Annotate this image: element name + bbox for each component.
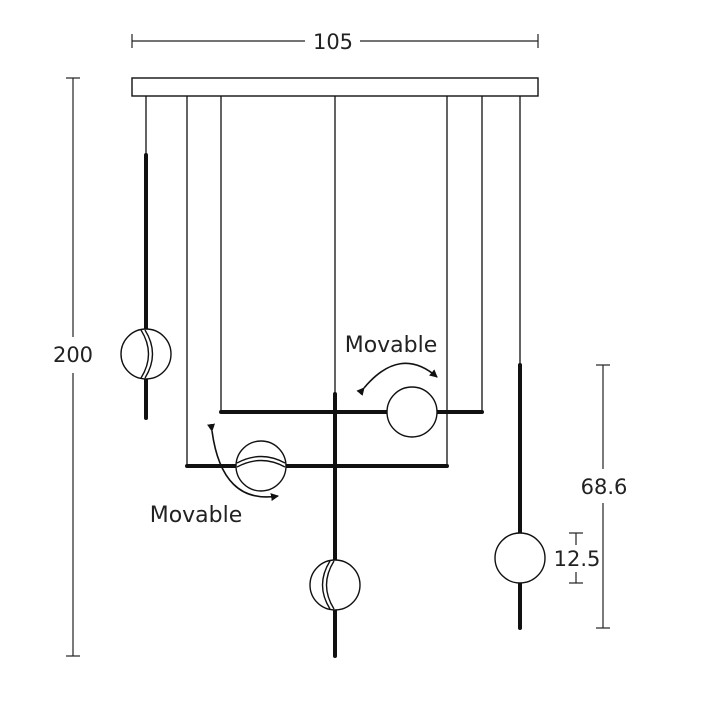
lower-bar-globe: [235, 440, 287, 492]
movable-label-top: Movable: [345, 333, 438, 358]
suspension-cables: [145, 96, 521, 466]
lower-horizontal-bar: [185, 440, 449, 492]
movable-label-bottom: Movable: [150, 503, 243, 528]
center-vertical-pendant: [309, 392, 361, 658]
double-arrow-icon: [207, 423, 279, 502]
upper-bar-globe: [386, 386, 438, 438]
ceiling-canopy: [131, 77, 539, 97]
movable-annotation-top: Movable: [345, 333, 438, 396]
movable-annotation-bottom: Movable: [150, 423, 279, 528]
left-vertical-pendant: [120, 153, 172, 420]
height-value: 200: [53, 343, 93, 367]
double-arrow-icon: [356, 362, 438, 396]
upper-horizontal-bar: [219, 386, 484, 438]
right-vertical-pendant: [494, 363, 546, 630]
bar-length-dimension: 68.6: [581, 364, 628, 629]
width-value: 105: [313, 30, 353, 54]
globe-diameter-value: 12.5: [554, 547, 601, 571]
bar-length-value: 68.6: [581, 475, 628, 499]
globe-diameter-dimension: 12.5: [554, 532, 601, 584]
height-dimension: 200: [53, 77, 93, 657]
width-dimension: 105: [131, 30, 539, 54]
